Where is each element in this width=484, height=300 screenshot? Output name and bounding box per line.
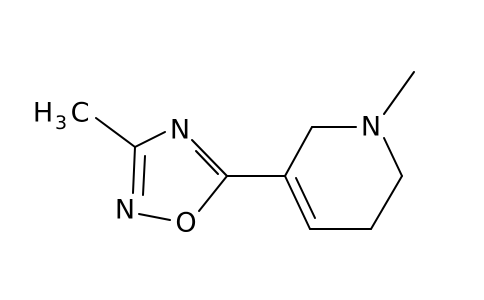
bond-n4-c5 xyxy=(191,139,228,177)
bond-n1-c6 xyxy=(383,137,403,177)
atom-label-methyl-c: C xyxy=(71,98,90,129)
bond-c3-c2 xyxy=(284,126,313,177)
atom-label-piperidine-n: N xyxy=(361,112,381,143)
bond-c6-c5 xyxy=(370,175,403,230)
bond-n1-methyl xyxy=(383,71,415,115)
bond-n2-c3-inner xyxy=(142,155,146,196)
bond-c3-n4 xyxy=(134,131,166,148)
bonds xyxy=(95,71,415,230)
bond-o1-n2 xyxy=(138,213,171,221)
bond-n2-c3 xyxy=(132,146,136,194)
atom-label-oxadiazole-n-left: N xyxy=(115,195,135,226)
atom-label-methyl-subscript: 3 xyxy=(55,112,67,134)
bond-n4-c5-inner xyxy=(195,150,219,175)
bond-c5-o1 xyxy=(198,175,228,212)
bond-methyl-c3 xyxy=(95,117,136,148)
atom-label-methyl-h: H xyxy=(33,98,53,129)
atom-labels: H 3 C N N O N xyxy=(33,98,381,239)
bond-c4-c3-inner xyxy=(295,177,316,219)
atom-label-oxadiazole-o: O xyxy=(175,208,196,239)
atom-label-oxadiazole-n-top: N xyxy=(170,115,190,146)
bond-c4-c3 xyxy=(284,175,311,230)
